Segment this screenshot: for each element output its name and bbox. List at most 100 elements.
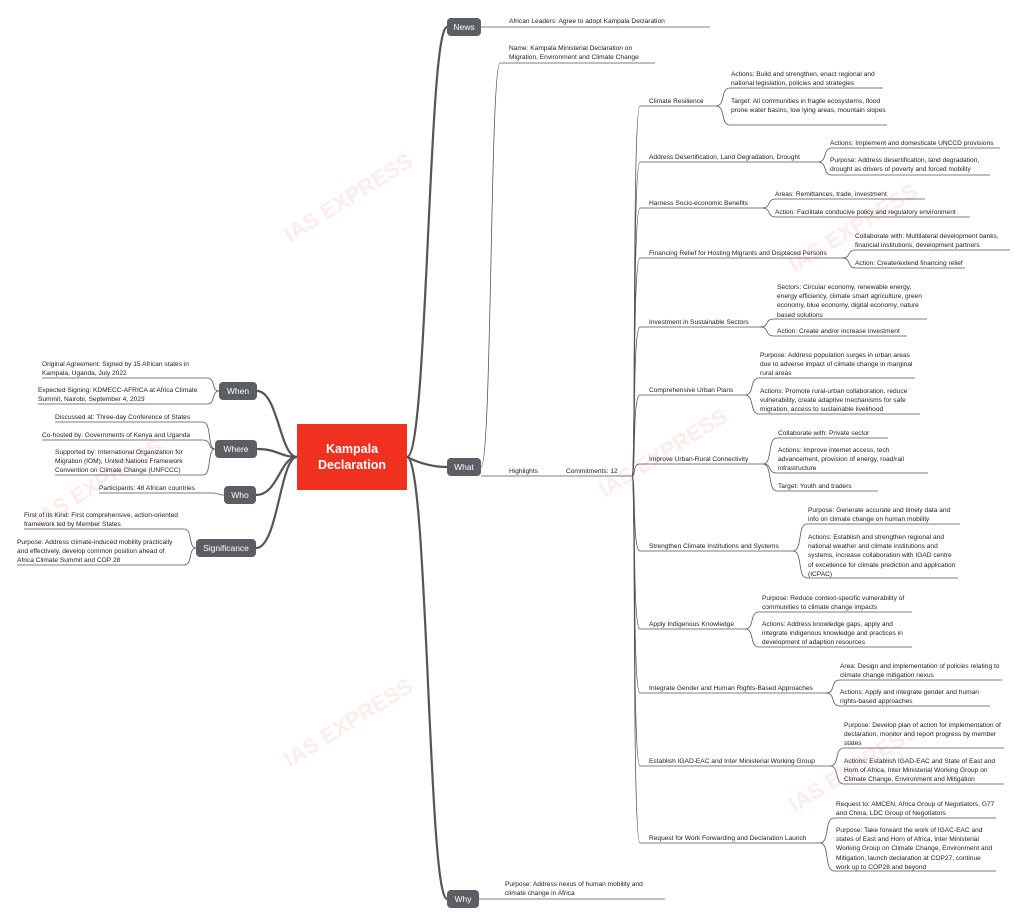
connector <box>762 463 778 492</box>
commitment-detail: Areas: Remittances, trade, investment <box>775 191 887 198</box>
commitment-detail: Target: All communities in fragile ecosy… <box>731 98 886 115</box>
connector <box>762 437 778 465</box>
where-item: Discussed at: Three-day Conference of St… <box>55 414 191 421</box>
connector <box>631 394 641 477</box>
significance-item: First of its Kind: First comprehensive, … <box>24 512 178 529</box>
branch-why[interactable]: Why <box>447 890 479 908</box>
connector <box>761 207 777 218</box>
commitment-title: Apply Indigenous Knowledge <box>649 621 735 628</box>
connector <box>762 463 778 474</box>
connector <box>206 390 220 405</box>
where-item: Supported by: International Organization… <box>55 449 183 475</box>
branch-where[interactable]: Where <box>215 440 257 458</box>
commitment-title: Financing Relief for Hosting Migrants an… <box>649 250 827 257</box>
commitment-detail: Target: Youth and traders <box>778 483 852 490</box>
connector <box>817 161 833 176</box>
branch-who[interactable]: Who <box>224 486 256 504</box>
connector <box>406 456 448 469</box>
connector <box>183 547 197 566</box>
commitment-title: Comprehensive Urban Plans <box>649 387 734 394</box>
commitment-detail: Area: Design and implementation of polic… <box>840 663 1000 680</box>
connector <box>829 747 845 767</box>
commitment-detail: Purpose: Address desertification, land d… <box>830 157 980 174</box>
commitment-detail: Action: Facilitate conducive policy and … <box>775 209 956 216</box>
connector <box>255 455 298 550</box>
central-topic[interactable]: Kampala Declaration <box>297 424 407 490</box>
commitment-title: Address Desertification, Land Degradatio… <box>649 154 801 161</box>
commitment-detail: Actions: Establish IGAD-EAC and State of… <box>844 758 995 784</box>
connector <box>405 455 449 901</box>
connector <box>744 628 760 648</box>
connector <box>631 161 641 477</box>
branch-news[interactable]: News <box>447 18 481 36</box>
commitment-detail: Actions: Build and strengthen, enact reg… <box>731 71 875 88</box>
connector <box>841 257 857 269</box>
commitment-title: Request for Work Forwarding and Declarat… <box>649 835 807 842</box>
branch-what[interactable]: What <box>447 458 481 476</box>
connector <box>759 318 775 328</box>
commitment-detail: Purpose: Generate accurate and timely da… <box>808 507 951 524</box>
when-item: Original Agreement: Signed by 15 African… <box>42 361 189 378</box>
connector <box>480 62 501 468</box>
commitment-detail: Actions: Establish and strengthen region… <box>808 534 956 578</box>
who-item: Participants: 48 African countries <box>99 485 196 492</box>
commitment-detail: Collaborate with: Private sector <box>778 430 870 437</box>
connector <box>744 394 760 415</box>
connector <box>211 492 225 496</box>
branch-when[interactable]: When <box>219 382 257 400</box>
connector <box>841 249 857 259</box>
connector <box>631 463 641 477</box>
connector <box>819 817 835 844</box>
commitment-detail: Actions: Improve internet access, tech a… <box>778 447 904 473</box>
commitments-label: Commitments: 12 <box>566 468 618 475</box>
commitment-detail: Actions: Apply and integrate gender and … <box>840 689 979 706</box>
commitment-title: Integrate Gender and Human Rights-Based … <box>649 685 813 692</box>
commitment-detail: Actions: Promote rural-urban collaborati… <box>760 388 908 414</box>
commitment-title: Investment in Sustainable Sectors <box>649 319 749 326</box>
connector <box>817 147 833 163</box>
commitment-detail: Action: Create/extend financing relief <box>855 260 963 267</box>
commitment-detail: Collaborate with: Multilateral developme… <box>855 233 999 250</box>
commitment-detail: Sectors: Circular economy, renewable ene… <box>777 284 922 319</box>
connector <box>202 421 216 450</box>
connector <box>761 198 777 209</box>
commitment-title: Establish IGAD-EAC and Inter Ministerial… <box>649 758 815 765</box>
central-topic-line1: Kampala <box>325 442 379 456</box>
news-item: African Leaders: Agree to adopt Kampala … <box>509 18 665 25</box>
highlights-label: Highlights <box>509 468 538 475</box>
connector <box>825 692 841 707</box>
significance-item: Purpose: Address climate-induced mobilit… <box>17 539 173 565</box>
what-name: Name: Kampala Ministerial Declaration on… <box>509 45 639 62</box>
connector <box>202 448 216 476</box>
connector <box>631 475 641 552</box>
connector <box>631 475 641 767</box>
connector <box>744 377 760 396</box>
connector <box>256 389 298 459</box>
commitment-detail: Purpose: Develop plan of action for impl… <box>844 722 1001 748</box>
connector <box>183 528 197 549</box>
commitment-detail: Action: Create and/or increase investmen… <box>777 328 900 335</box>
connector <box>819 842 835 872</box>
commitment-detail: Purpose: Address population surges in ur… <box>760 352 913 378</box>
connector <box>759 326 775 337</box>
connector <box>792 550 808 579</box>
where-item: Co-hosted by: Governments of Kenya and U… <box>42 432 191 439</box>
connector <box>631 475 641 844</box>
connector <box>202 439 216 450</box>
connector <box>829 765 845 785</box>
commitment-detail: Purpose: Reduce context-specific vulnera… <box>762 595 905 612</box>
commitment-title: Improve Urban-Rural Connectivity <box>649 456 749 463</box>
central-topic-line2: Declaration <box>317 458 387 472</box>
connector <box>715 87 731 107</box>
connector <box>206 377 220 392</box>
commitment-detail: Actions: Address knowledge gaps, apply a… <box>762 621 903 647</box>
commitment-detail: Request to: AMCEN, Africa Group of Negot… <box>836 801 995 818</box>
commitment-detail: Actions: Implement and domesticate UNCCD… <box>830 140 994 147</box>
connector <box>792 523 808 552</box>
commitment-title: Harness Socio-economic Benefits <box>649 200 748 207</box>
branch-significance[interactable]: Significance <box>196 539 256 557</box>
connector <box>744 611 760 630</box>
commitment-title: Strengthen Climate Institutions and Syst… <box>649 543 779 550</box>
